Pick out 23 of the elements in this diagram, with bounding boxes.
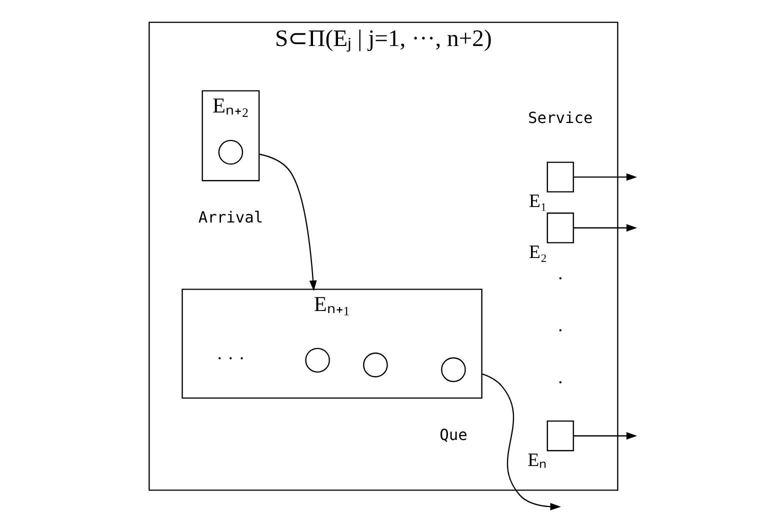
node-label: E₂ (528, 242, 547, 263)
node-box (546, 212, 574, 244)
node-label: Eₙ (527, 450, 547, 471)
label: · (556, 372, 564, 394)
node-circle (362, 352, 388, 378)
node-circle (304, 348, 330, 373)
cluster: Eₙ₊₂ (201, 90, 260, 182)
node-label: E₁ (528, 190, 547, 212)
node-label: Que (439, 426, 467, 444)
arrow (572, 173, 637, 181)
node-box (546, 420, 574, 452)
arrow (572, 224, 637, 232)
label: · · · (216, 348, 244, 370)
node-circle (440, 357, 466, 382)
arrow (572, 432, 637, 440)
label: · (556, 268, 564, 290)
node-box (546, 162, 574, 192)
arrow (258, 154, 316, 292)
arrow (481, 373, 560, 510)
label: · (556, 320, 564, 342)
node-circle (218, 140, 243, 165)
node-label: Arrival (198, 208, 263, 226)
label: Service (528, 109, 592, 128)
